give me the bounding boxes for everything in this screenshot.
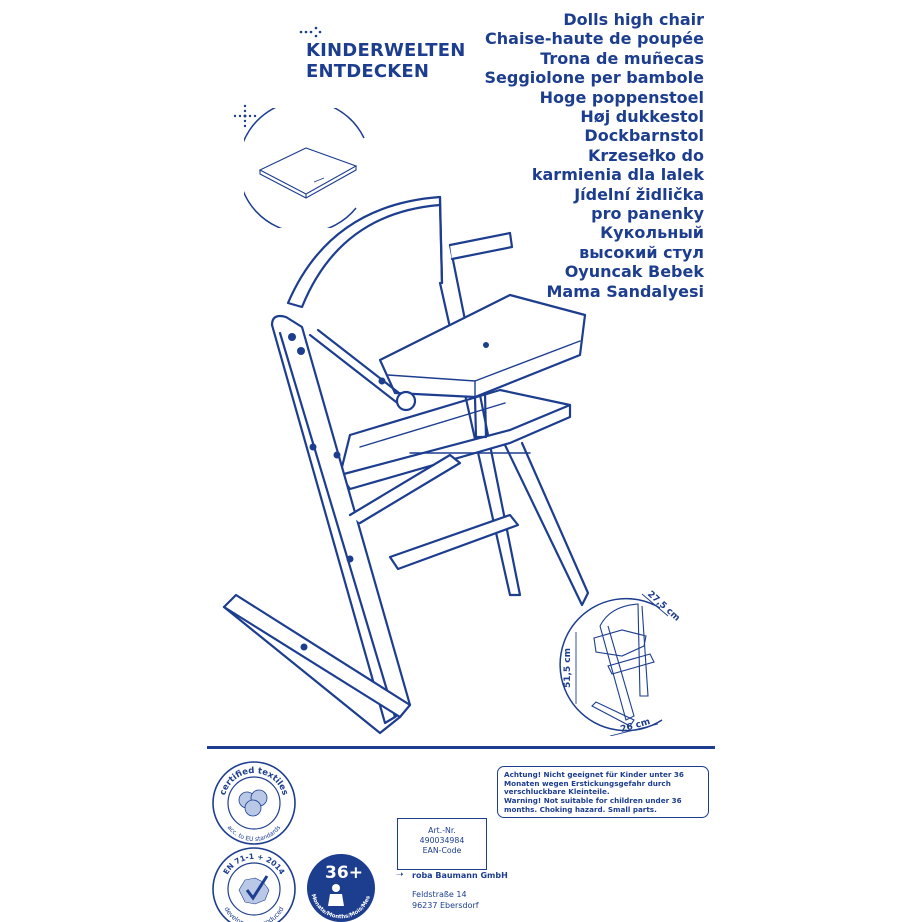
title-sv: Dockbarnstol xyxy=(584,126,704,146)
dimension-width-label: 26 cm xyxy=(619,717,651,735)
title-da: Høj dukkestol xyxy=(580,107,704,127)
title-ru-2: высокий стул xyxy=(579,242,704,262)
title-es: Trona de muñecas xyxy=(540,48,704,68)
dimension-depth-label: 27,5 cm xyxy=(645,589,680,623)
title-tr-1: Oyuncak Bebek xyxy=(564,262,704,282)
brand-logo: KINDERWELTEN ENTDECKEN xyxy=(306,40,466,82)
dotted-cross-icon xyxy=(233,104,257,128)
title-nl: Hoge poppenstoel xyxy=(539,87,704,107)
title-fr: Chaise-haute de poupée xyxy=(485,29,704,49)
title-en: Dolls high chair xyxy=(563,10,704,29)
divider-line xyxy=(207,746,715,749)
title-cs-2: pro panenky xyxy=(591,204,704,224)
title-pl-2: karmienia dla lalek xyxy=(531,165,704,185)
dotted-arrow-icon xyxy=(299,26,322,38)
dimensions-illustration: 51,5 cm 26 cm 27,5 cm xyxy=(559,589,680,736)
title-pl-1: Krzesełko do xyxy=(588,145,704,165)
cushion-detail-illustration xyxy=(244,108,365,228)
en71-badge: EN 71-1 + 2014 developed & produced xyxy=(212,847,296,922)
age-label: 36+ xyxy=(325,863,363,883)
choking-hazard-warning: Achtung! Nicht geeignet für Kinder unter… xyxy=(497,766,709,818)
brand-line-2: ENTDECKEN xyxy=(306,61,430,82)
company-address: ➝ roba Baumann GmbH Feldstraße 14 96237 … xyxy=(396,870,508,911)
checkmark-icon xyxy=(245,875,269,901)
product-titles: Dolls high chair Chaise-haute de poupée … xyxy=(484,10,704,301)
warning-de: Achtung! Nicht geeignet für Kinder unter… xyxy=(504,770,684,797)
title-ru-1: Кукольный xyxy=(600,223,704,243)
article-number: 490034984 xyxy=(419,836,465,845)
article-label: Art.-Nr. xyxy=(428,826,456,835)
brand-line-1: KINDERWELTEN xyxy=(306,40,466,61)
dimension-height-label: 51,5 cm xyxy=(563,648,573,688)
ean-label: EAN-Code xyxy=(422,846,462,855)
warning-en: Warning! Not suitable for children under… xyxy=(504,796,682,814)
article-number-box: Art.-Nr. 490034984 EAN-Code xyxy=(397,818,487,870)
high-chair-illustration xyxy=(222,195,590,735)
arrow-icon: ➝ xyxy=(396,870,404,880)
company-city: 96237 Ebersdorf xyxy=(412,901,479,910)
title-cs-1: Jídelní židlička xyxy=(574,184,704,204)
child-icon xyxy=(328,884,344,906)
company-name: roba Baumann GmbH xyxy=(412,871,508,880)
certified-textiles-badge: certified textiles acc. to EU standards xyxy=(212,761,296,845)
title-it: Seggiolone per bambole xyxy=(484,68,704,88)
age-36-plus-badge: 36+ Monate/Months/Mois/Mesi xyxy=(306,846,375,922)
cotton-icon xyxy=(238,789,268,817)
title-tr-2: Mama Sandalyesi xyxy=(546,281,705,301)
company-street: Feldstraße 14 xyxy=(412,890,467,899)
